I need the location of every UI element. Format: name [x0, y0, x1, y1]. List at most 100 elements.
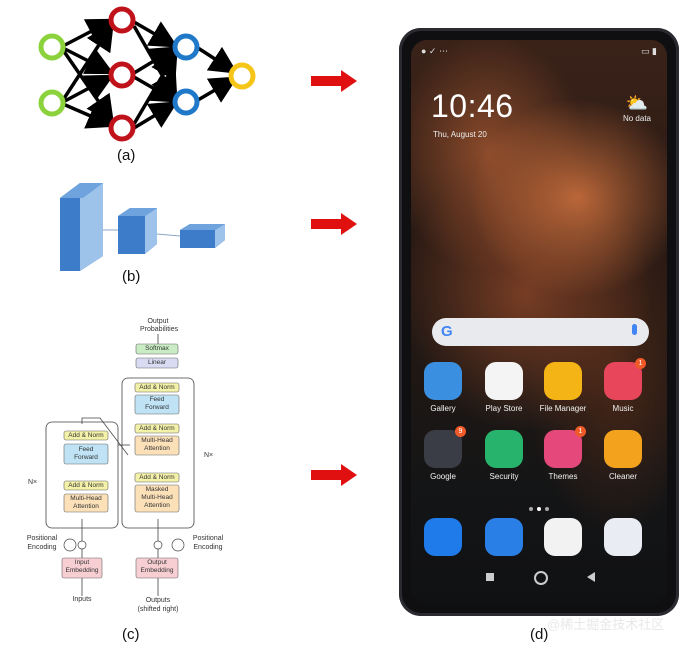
lockscreen-clock: 10:46	[431, 88, 514, 124]
app-label: Music	[612, 404, 634, 413]
app-file-manager[interactable]: File Manager	[537, 362, 589, 413]
phone-icon	[424, 518, 462, 556]
notification-icons: ● ✓ ⋯	[421, 46, 448, 56]
masked-mha-2: Multi-Head	[141, 494, 173, 501]
decoder-feed-forward-2: Forward	[145, 404, 169, 411]
chrome-icon	[544, 518, 582, 556]
app-label: Cleaner	[608, 472, 637, 481]
navigation-bar	[411, 570, 667, 590]
app-label: Google	[430, 472, 456, 481]
decoder-add-norm-bottom: Add & Norm	[139, 474, 175, 481]
dock-chrome[interactable]	[537, 518, 589, 556]
battery-icon: ▭ ▮	[641, 46, 657, 56]
caption-d: (d)	[530, 626, 549, 643]
app-cleaner[interactable]: Cleaner	[597, 430, 649, 481]
caption-b: (b)	[122, 268, 141, 285]
neural-network-diagram	[38, 6, 256, 142]
music-icon: 1	[604, 358, 646, 400]
output-probabilities-label-2: Probabilities	[140, 326, 179, 333]
recents-button-icon[interactable]	[486, 573, 494, 581]
app-security[interactable]: Security	[478, 430, 530, 481]
input-embedding-2: Embedding	[65, 567, 99, 574]
output-node	[228, 62, 256, 90]
hidden-node	[108, 6, 136, 34]
softmax-box: Softmax	[145, 345, 169, 352]
dock-messages[interactable]	[478, 518, 530, 556]
encoder-positional-encoding: Positional	[26, 535, 58, 542]
home-button-icon[interactable]	[534, 571, 548, 585]
notification-badge: 1	[635, 358, 646, 369]
notification-badge: 9	[455, 426, 466, 437]
input-embedding: Input	[74, 559, 90, 566]
smartphone: ● ✓ ⋯ ▭ ▮ 10:46 Thu, August 20 ⛅ No data…	[399, 28, 679, 616]
outputs-label: Outputs	[145, 597, 171, 604]
hidden-node	[172, 33, 200, 61]
shield-icon	[485, 430, 523, 468]
app-gallery[interactable]: Gallery	[417, 362, 469, 413]
decoder-positional-encoding: Positional	[192, 535, 224, 542]
weather-widget[interactable]: ⛅ No data	[617, 92, 657, 123]
arrow-right-icon	[311, 464, 357, 486]
encoder-add-norm-bottom: Add & Norm	[68, 482, 104, 489]
trash-icon	[604, 430, 642, 468]
decoder-add-norm-mid: Add & Norm	[139, 425, 175, 432]
output-embedding-2: Embedding	[140, 567, 174, 574]
app-label: File Manager	[539, 404, 587, 413]
themes-icon: 1	[544, 426, 586, 468]
phone-screen: ● ✓ ⋯ ▭ ▮ 10:46 Thu, August 20 ⛅ No data…	[411, 40, 667, 604]
encoder-add-norm-top: Add & Norm	[68, 432, 104, 439]
dock-phone[interactable]	[417, 518, 469, 556]
decoder-mha-2: Attention	[144, 445, 170, 452]
app-label: Gallery	[430, 404, 456, 413]
encoder-mha: Multi-Head	[70, 495, 102, 502]
inputs-label: Inputs	[72, 596, 92, 603]
arrow-right-icon	[311, 213, 357, 235]
hidden-node	[108, 61, 136, 89]
encoder-positional-encoding-2: Encoding	[27, 544, 57, 551]
decoder-mha: Multi-Head	[141, 437, 173, 444]
encoder-feed-forward-2: Forward	[74, 454, 98, 461]
google-search-bar[interactable]: G	[432, 318, 649, 346]
google-g-icon: G	[441, 323, 453, 340]
hidden-node	[172, 88, 200, 116]
linear-box: Linear	[147, 359, 167, 366]
decoder-add-norm-top: Add & Norm	[139, 384, 175, 391]
google-folder-icon: 9	[424, 426, 466, 468]
gallery-icon	[424, 362, 462, 400]
watermark: @稀土掘金技术社区	[547, 617, 665, 632]
weather-text: No data	[622, 114, 652, 123]
masked-mha: Masked	[145, 486, 169, 493]
input-node	[38, 89, 66, 117]
cnn-blocks-diagram	[60, 183, 225, 271]
arrow-right-icon	[311, 70, 357, 92]
status-bar: ● ✓ ⋯ ▭ ▮	[421, 46, 657, 60]
folder-icon	[544, 362, 582, 400]
masked-mha-3: Attention	[144, 502, 170, 509]
output-probabilities-label: Output	[147, 318, 169, 325]
cloud-sun-icon: ⛅	[625, 93, 649, 113]
app-play-store[interactable]: Play Store	[478, 362, 530, 413]
app-label: Play Store	[485, 404, 523, 413]
caption-c: (c)	[122, 626, 140, 643]
encoder-nx-label: N×	[28, 479, 38, 486]
app-label: Themes	[548, 472, 578, 481]
encoder-feed-forward: Feed	[78, 446, 94, 453]
page-indicator	[411, 498, 667, 516]
app-label: Security	[489, 472, 519, 481]
camera-icon	[604, 518, 642, 556]
microphone-icon[interactable]	[632, 324, 637, 335]
output-embedding: Output	[147, 559, 167, 566]
back-button-icon[interactable]	[587, 572, 595, 582]
decoder-nx-label: N×	[204, 452, 214, 459]
play-store-icon	[485, 362, 523, 400]
dock-camera[interactable]	[597, 518, 649, 556]
caption-a: (a)	[117, 147, 136, 164]
messages-icon	[485, 518, 523, 556]
outputs-label-2: (shifted right)	[137, 606, 179, 613]
lockscreen-date: Thu, August 20	[433, 130, 487, 139]
hidden-node	[108, 114, 136, 142]
decoder-positional-encoding-2: Encoding	[193, 544, 223, 551]
